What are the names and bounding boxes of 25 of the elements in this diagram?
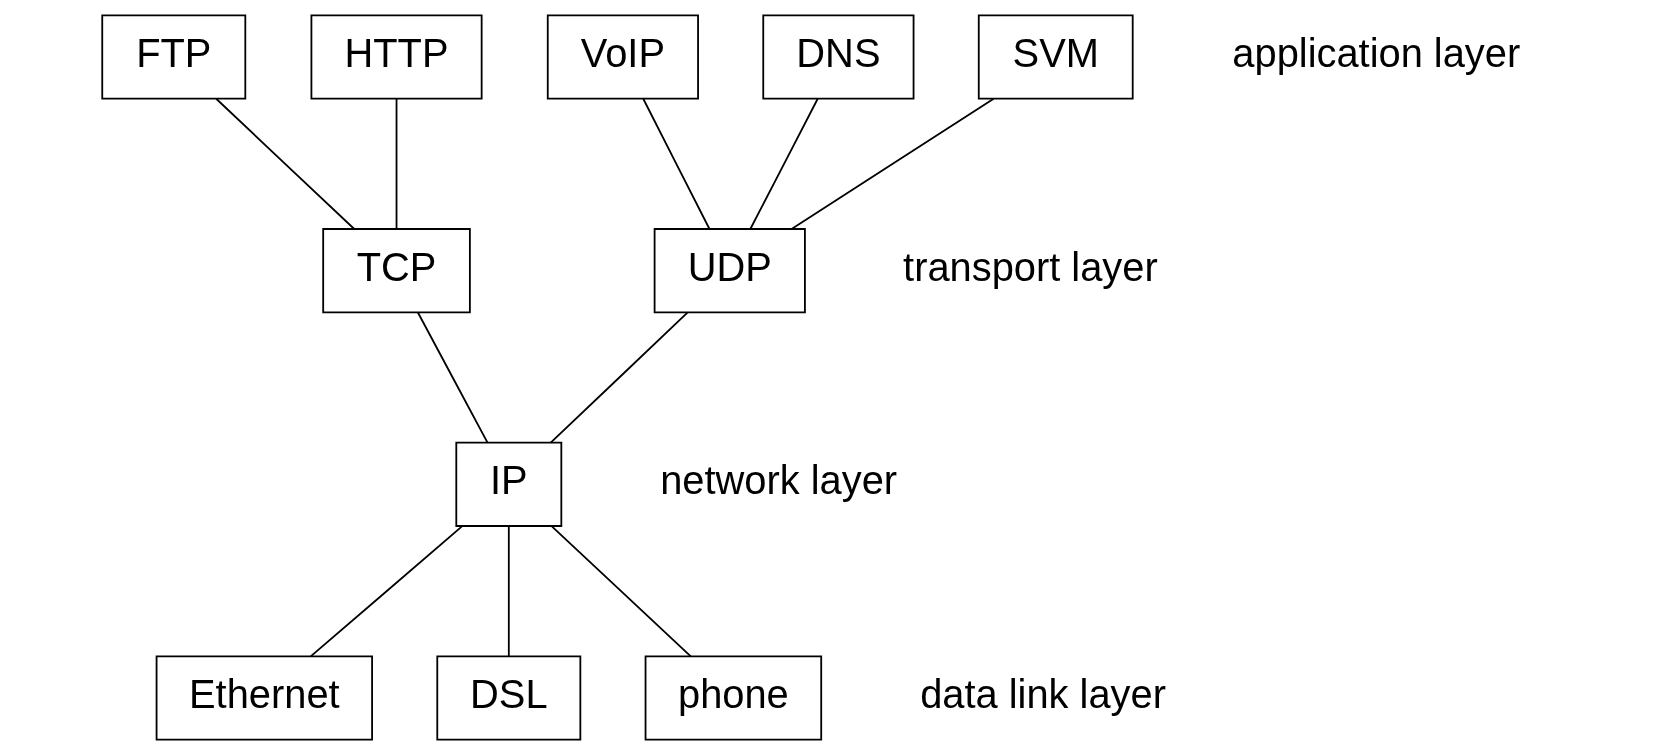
connector (215, 97, 356, 230)
node-box: phone (644, 655, 823, 741)
node-box: IP (455, 441, 563, 527)
node-box: TCP (322, 228, 471, 314)
label: network layer (660, 458, 898, 503)
connector (749, 97, 819, 230)
label: transport layer (903, 244, 1158, 289)
node-box: SVM (977, 14, 1134, 100)
node-box: DSL (436, 655, 582, 741)
node-box: VoIP (546, 14, 699, 100)
node-box: HTTP (310, 14, 483, 100)
connector (507, 525, 510, 658)
connector (642, 97, 711, 230)
connector (309, 525, 464, 658)
connector (549, 311, 689, 444)
connector (790, 97, 995, 230)
connector (417, 311, 489, 444)
connector (395, 97, 398, 230)
connector (550, 525, 692, 658)
node-box: UDP (653, 228, 806, 314)
node-box: DNS (762, 14, 915, 100)
node-box: FTP (101, 14, 247, 100)
node-box: Ethernet (155, 655, 373, 741)
label: application layer (1232, 31, 1521, 76)
label: data link layer (920, 672, 1166, 717)
